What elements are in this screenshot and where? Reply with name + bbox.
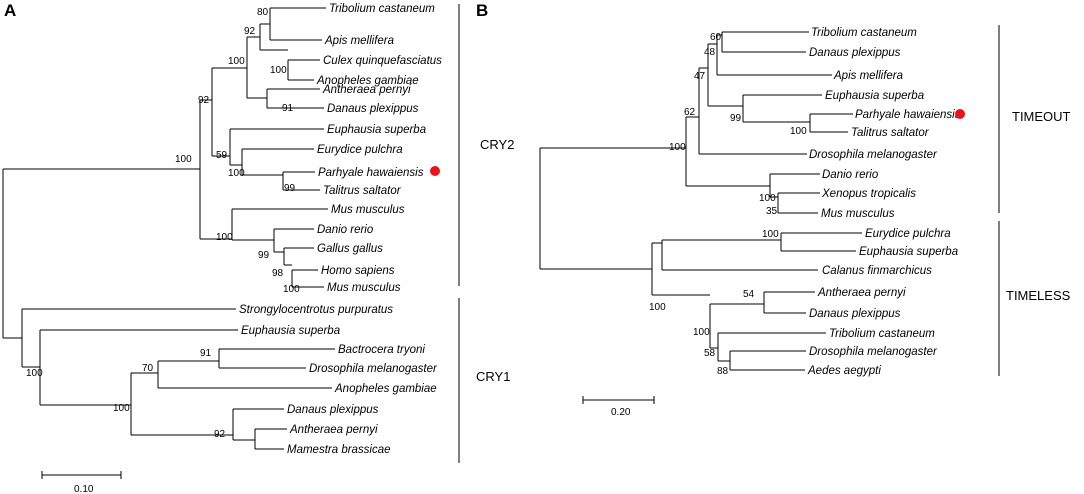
- bootstrap-value: 80: [257, 7, 269, 18]
- panel-b-scale-bar: 0.20: [582, 396, 655, 418]
- scale-label: 0.20: [611, 407, 631, 418]
- taxon-label: Mus musculus: [327, 282, 401, 294]
- panel-a-bootstrap: 80 92 100 100 92 91 59 100 100 99 100 99…: [26, 7, 300, 440]
- panel-a-scale-bar: 0.10: [41, 471, 122, 494]
- highlight-marker: [955, 109, 965, 119]
- bootstrap-value: 92: [214, 429, 226, 440]
- bootstrap-value: 99: [730, 113, 742, 124]
- bootstrap-value: 91: [200, 348, 212, 359]
- bootstrap-value: 98: [272, 268, 284, 279]
- taxon-label: Mus musculus: [331, 204, 405, 216]
- panel-b-letter: B: [476, 1, 488, 20]
- taxon-label: Eurydice pulchra: [317, 144, 403, 156]
- taxon-label: Drosophila melanogaster: [809, 149, 938, 161]
- taxon-label: Tribolium castaneum: [811, 27, 917, 39]
- panel-b-taxa: Tribolium castaneum Danaus plexippus Api…: [807, 27, 961, 377]
- taxon-label: Danaus plexippus: [809, 47, 901, 59]
- taxon-label: Mus musculus: [821, 208, 895, 220]
- bootstrap-value: 100: [113, 403, 130, 414]
- bootstrap-value: 35: [766, 206, 778, 217]
- bootstrap-value: 100: [762, 229, 779, 240]
- bootstrap-value: 47: [694, 71, 706, 82]
- panel-a-tree: [2, 7, 335, 450]
- panel-a-taxa: Tribolium castaneum Apis mellifera Culex…: [239, 3, 442, 456]
- group-label: TIMELESS: [1006, 288, 1071, 303]
- group-label: CRY1: [476, 369, 510, 384]
- bootstrap-value: 100: [228, 168, 245, 179]
- bootstrap-value: 59: [216, 150, 228, 161]
- bootstrap-value: 100: [270, 65, 287, 76]
- taxon-label: Apis mellifera: [324, 35, 394, 47]
- bootstrap-value: 100: [759, 193, 776, 204]
- taxon-label: Xenopus tropicalis: [821, 188, 916, 200]
- bootstrap-value: 88: [717, 366, 729, 377]
- bootstrap-value: 100: [693, 327, 710, 338]
- taxon-label: Talitrus saltator: [851, 127, 930, 139]
- taxon-label: Talitrus saltator: [323, 185, 402, 197]
- bootstrap-value: 99: [258, 250, 270, 261]
- bootstrap-value: 60: [710, 32, 722, 43]
- taxon-label: Danaus plexippus: [287, 404, 379, 416]
- taxon-label: Danaus plexippus: [809, 308, 901, 320]
- bootstrap-value: 100: [216, 232, 233, 243]
- taxon-label: Danaus plexippus: [327, 103, 419, 115]
- bootstrap-value: 100: [669, 142, 686, 153]
- taxon-label: Antheraea pernyi: [289, 424, 378, 436]
- bootstrap-value: 91: [282, 103, 294, 114]
- bootstrap-value: 100: [790, 126, 807, 137]
- taxon-label: Danio rerio: [822, 169, 879, 181]
- bootstrap-value: 99: [284, 183, 296, 194]
- group-label: TIMEOUT: [1012, 109, 1071, 124]
- taxon-label: Euphausia superba: [825, 90, 924, 102]
- taxon-label: Anopheles gambiae: [316, 75, 419, 87]
- panel-a-groups: CRY2 CRY1: [458, 4, 514, 463]
- bootstrap-value: 92: [244, 26, 256, 37]
- bootstrap-value: 54: [743, 289, 755, 300]
- taxon-label: Eurydice pulchra: [865, 228, 951, 240]
- bootstrap-value: 48: [704, 47, 716, 58]
- bootstrap-value: 92: [198, 95, 210, 106]
- taxon-label: Euphausia superba: [859, 246, 958, 258]
- bootstrap-value: 58: [704, 348, 716, 359]
- taxon-label: Anopheles gambiae: [334, 383, 437, 395]
- taxon-label: Drosophila melanogaster: [809, 346, 938, 358]
- taxon-label: Danio rerio: [317, 224, 374, 236]
- scale-label: 0.10: [74, 484, 94, 494]
- taxon-label: Apis mellifera: [833, 70, 903, 82]
- taxon-label: Mamestra brassicae: [287, 444, 391, 456]
- highlight-marker: [430, 166, 440, 176]
- taxon-label: Antheraea pernyi: [817, 287, 906, 299]
- bootstrap-value: 100: [26, 368, 43, 379]
- panel-b-bootstrap: 60 48 47 62 99 100 100 100 35 100 100 54…: [649, 32, 807, 377]
- taxon-label: Euphausia superba: [327, 124, 426, 136]
- taxon-label: Euphausia superba: [241, 325, 340, 337]
- bootstrap-value: 100: [228, 56, 245, 67]
- taxon-label highlighted: Parhyale hawaiensis: [855, 109, 961, 121]
- group-label: CRY2: [480, 137, 514, 152]
- taxon-label: Calanus finmarchicus: [822, 265, 932, 277]
- taxon-label: Aedes aegypti: [807, 365, 881, 377]
- taxon-label highlighted: Parhyale hawaiensis: [318, 167, 424, 179]
- taxon-label: Bactrocera tryoni: [338, 344, 425, 356]
- taxon-label: Tribolium castaneum: [829, 328, 935, 340]
- taxon-label: Culex quinquefasciatus: [323, 55, 442, 67]
- panel-b-groups: TIMEOUT TIMELESS: [998, 25, 1071, 376]
- bootstrap-value: 100: [175, 154, 192, 165]
- bootstrap-value: 70: [142, 363, 154, 374]
- taxon-label: Gallus gallus: [317, 243, 383, 255]
- taxon-label: Antheraea pernyi: [322, 84, 411, 96]
- taxon-label: Homo sapiens: [321, 265, 395, 277]
- taxon-label: Strongylocentrotus purpuratus: [239, 304, 393, 316]
- taxon-label: Tribolium castaneum: [329, 3, 435, 15]
- bootstrap-value: 100: [283, 284, 300, 295]
- bootstrap-value: 100: [649, 302, 666, 313]
- bootstrap-value: 62: [684, 107, 696, 118]
- taxon-label: Drosophila melanogaster: [309, 363, 438, 375]
- panel-b-tree: [539, 31, 862, 371]
- panel-a-letter: A: [4, 1, 16, 20]
